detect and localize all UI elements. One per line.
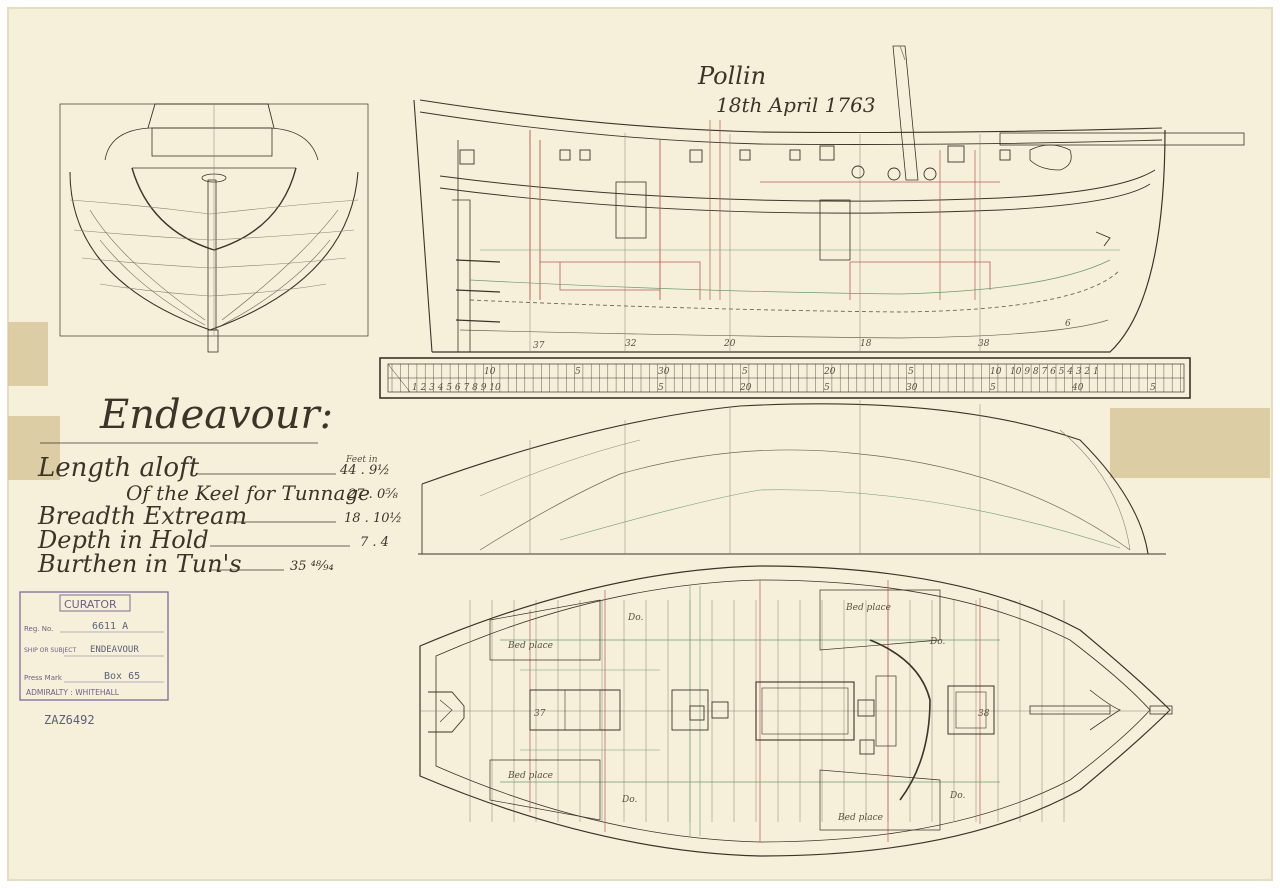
deck-label: Do. (627, 613, 643, 623)
curator-stamp: CURATOR Reg. No. 6611 A SHIP OR SUBJECT … (19, 591, 169, 701)
profile-station-label: 32 (625, 339, 637, 349)
deck-label: Do. (949, 791, 965, 801)
scale-label-top: 20 (823, 367, 836, 377)
stamp-ship-label: SHIP OR SUBJECT (24, 647, 76, 654)
profile-station-label: 38 (978, 339, 990, 349)
deck-label: Bed place (507, 641, 553, 651)
dimension-value: 18 . 10½ (344, 511, 402, 526)
scale-labels: 10 5 30 5 20 5 10 10 9 8 7 6 5 4 3 2 1 1… (412, 367, 1156, 393)
dimension-value: 35 ⁴⁸⁄₉₄ (290, 559, 334, 574)
scale-label-bottom: 5 (1150, 383, 1156, 393)
tape-right (1110, 408, 1270, 478)
units-header: Feet in (345, 455, 378, 465)
profile-station-label: 37 (533, 341, 545, 351)
scale-label-bottom: 5 (658, 383, 664, 393)
date-line: 18th April 1763 (716, 93, 876, 117)
dimension-value: 7 . 4 (360, 535, 389, 550)
tape-left-top (8, 322, 48, 386)
body-plan (59, 103, 369, 353)
deck-label: Bed place (837, 813, 883, 823)
vessel-name: Endeavour: (99, 392, 333, 438)
deck-label: Do. (929, 637, 945, 647)
dimension-label: Length aloft (37, 453, 200, 483)
scale-label-bottom: 5 (990, 383, 996, 393)
dimension-label: Depth in Hold (37, 526, 209, 554)
scale-label-bottom: 30 (906, 383, 918, 393)
scale-label-top: 30 (658, 367, 670, 377)
tape-left-bottom (8, 416, 60, 480)
scale-label-top: 5 (742, 367, 748, 377)
signature: Pollin (697, 62, 766, 90)
dimension-value: 44 . 9½ (339, 463, 390, 478)
dimension-label: Of the Keel for Tunnage (126, 481, 370, 505)
stamp-footer: ADMIRALTY : WHITEHALL (26, 688, 120, 697)
deck-label: Bed place (507, 771, 553, 781)
profile-station-label: 18 (860, 339, 872, 349)
scale-label-top: 10 (990, 367, 1002, 377)
stamp-press-value: Box 65 (104, 671, 140, 682)
dimensions-panel: Endeavour: Feet in Length aloft 44 . 9½ … (37, 392, 402, 578)
stamp-press-label: Press Mark (24, 674, 63, 682)
catalogue-number: ZAZ6492 (44, 713, 95, 727)
scale-bar (379, 357, 1191, 399)
scale-label-bottom: 1 2 3 4 5 6 7 8 9 10 (412, 383, 501, 393)
deck-plan (419, 565, 1173, 857)
profile-plan (413, 45, 1245, 353)
deck-station-label: 38 (978, 709, 990, 719)
dimension-label: Breadth Extream (37, 502, 247, 530)
dimension-value: 27 . 0⅝ (347, 487, 398, 502)
stamp-ship-value: ENDEAVOUR (90, 645, 139, 655)
scale-label-top: 5 (575, 367, 581, 377)
scale-label-top: 10 9 8 7 6 5 4 3 2 1 (1010, 367, 1099, 377)
scale-label-bottom: 5 (824, 383, 830, 393)
scale-label-bottom: 20 (739, 383, 752, 393)
scale-label-bottom: 40 (1071, 383, 1084, 393)
profile-station-labels: 37 32 20 18 38 6 (533, 319, 1071, 351)
dimension-label: Burthen in Tun's (37, 550, 242, 578)
stamp-reg-label: Reg. No. (24, 625, 53, 633)
stamp-title: CURATOR (64, 598, 117, 611)
profile-station-label: 6 (1065, 319, 1071, 329)
half-breadth-plan (418, 400, 1166, 555)
deck-label: Bed place (845, 603, 891, 613)
paper-background (8, 8, 1272, 880)
profile-station-label: 20 (723, 339, 736, 349)
stamp-reg-value: 6611 A (92, 621, 128, 632)
scale-label-top: 10 (484, 367, 496, 377)
deck-station-label: 37 (534, 709, 546, 719)
deck-label: Do. (621, 795, 637, 805)
deck-labels: Bed place Do. Bed place Do. Bed place Do… (507, 603, 990, 823)
scale-label-top: 5 (908, 367, 914, 377)
